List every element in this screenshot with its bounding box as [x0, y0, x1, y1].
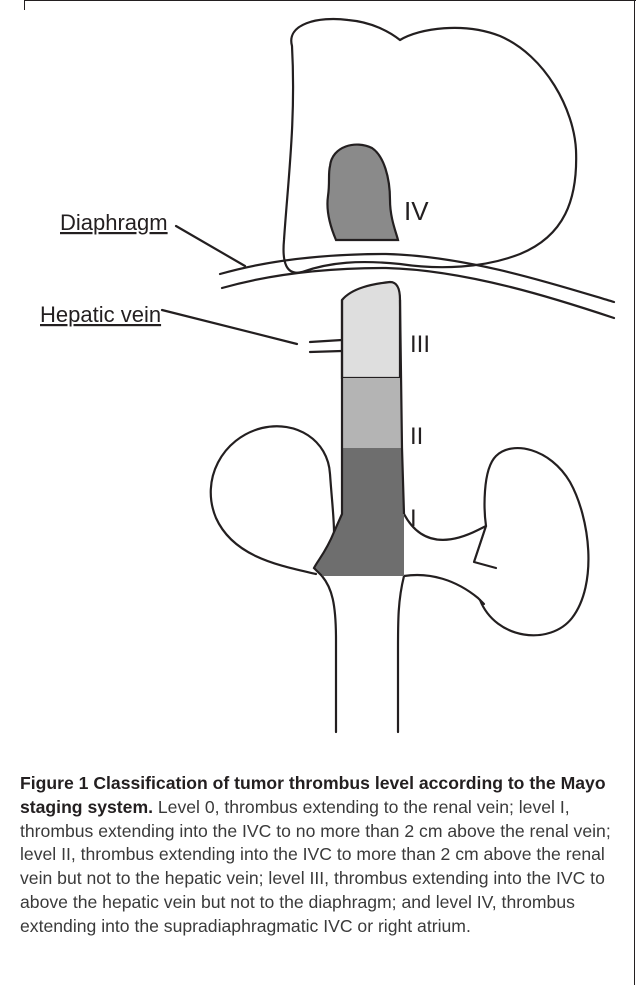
- diaphragm-upper-line: [220, 254, 614, 302]
- right-renal-hilum: [474, 526, 496, 568]
- anatomy-diagram: IV III II I Diaphragm Hepatic vein: [0, 0, 636, 760]
- ivc-lower-right-wall: [398, 576, 404, 732]
- diaphragm-lower-line: [222, 268, 614, 318]
- hepatic-vein-upper: [310, 340, 342, 342]
- heart-outline: [284, 19, 577, 273]
- left-kidney: [211, 426, 334, 574]
- thrombus-level-ii: [342, 378, 402, 448]
- hepatic-vein-lower: [310, 351, 342, 352]
- right-renal-vein-lower: [404, 575, 484, 604]
- figure-caption: Figure 1 Classification of tumor thrombu…: [20, 772, 626, 939]
- thrombus-level-iii: [342, 282, 400, 378]
- hepatic-vein-leader-line: [162, 310, 297, 344]
- level-iv-label: IV: [404, 196, 429, 226]
- hepatic-vein-label: Hepatic vein: [40, 302, 161, 327]
- diaphragm-leader-line: [176, 226, 245, 266]
- thrombus-level-iv: [327, 145, 398, 240]
- level-i-label: I: [410, 505, 417, 532]
- level-iii-label: III: [410, 331, 430, 358]
- right-kidney: [480, 448, 588, 635]
- thrombus-level-i: [314, 448, 404, 576]
- level-ii-label: II: [410, 423, 423, 450]
- ivc-lower-left-wall: [322, 576, 336, 732]
- caption-body: Level 0, thrombus extending to the renal…: [20, 797, 611, 936]
- diaphragm-label: Diaphragm: [60, 210, 168, 235]
